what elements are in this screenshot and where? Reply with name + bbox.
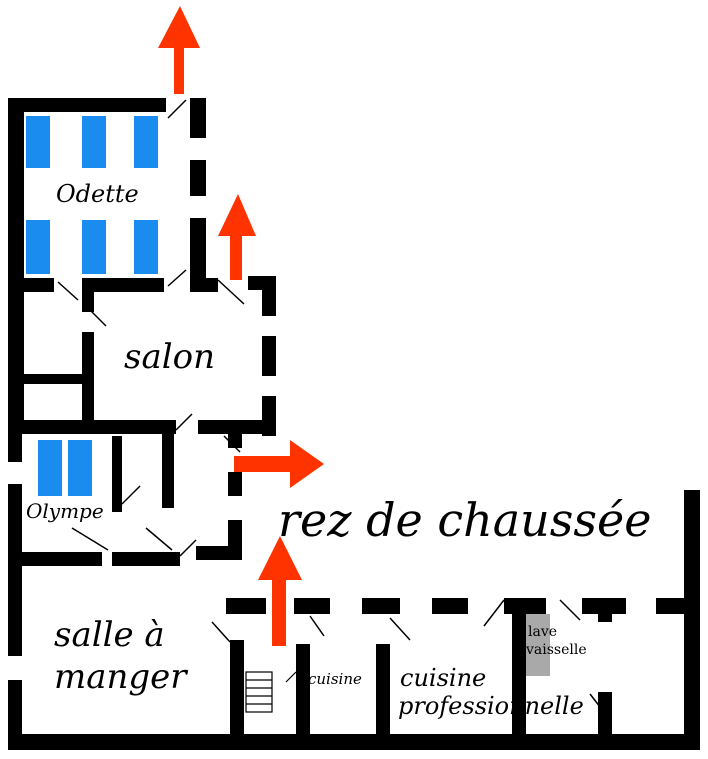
wall bbox=[8, 98, 166, 112]
bed-icon bbox=[38, 440, 62, 496]
exit-arrow-icon bbox=[158, 6, 200, 94]
wall bbox=[432, 598, 468, 614]
walls bbox=[8, 98, 700, 750]
wall bbox=[8, 420, 176, 434]
wall bbox=[362, 598, 400, 614]
exit-arrow-icon bbox=[218, 194, 256, 280]
wall bbox=[8, 734, 700, 750]
wall bbox=[162, 428, 174, 508]
bed-icon bbox=[26, 116, 50, 168]
wall bbox=[512, 598, 526, 740]
wall bbox=[228, 472, 242, 496]
wall bbox=[228, 428, 242, 448]
wall bbox=[656, 598, 686, 614]
wall bbox=[112, 436, 122, 512]
wall bbox=[8, 98, 24, 428]
wall bbox=[82, 278, 164, 292]
wall bbox=[8, 552, 102, 566]
room-label-lave-vaisselle-2: vaisselle bbox=[525, 642, 587, 658]
wall bbox=[82, 332, 94, 424]
room-label-lave-vaisselle: lave bbox=[528, 624, 557, 640]
wall bbox=[82, 278, 94, 312]
wall bbox=[20, 374, 86, 384]
wall bbox=[190, 218, 206, 292]
wall bbox=[226, 598, 266, 614]
exit-arrow-icon bbox=[258, 536, 302, 646]
room-label-cuisine-pro-2: professionnelle bbox=[398, 692, 584, 720]
room-label-odette: Odette bbox=[56, 180, 139, 208]
wall bbox=[8, 680, 22, 750]
wall bbox=[262, 336, 276, 376]
wall bbox=[8, 428, 22, 462]
bed-icon bbox=[68, 440, 92, 496]
labels: Odette salon Olympe salle à manger rez d… bbox=[26, 180, 651, 720]
bed-icon bbox=[134, 116, 158, 168]
exit-arrows bbox=[158, 6, 324, 646]
wall bbox=[294, 598, 330, 614]
wall bbox=[112, 552, 180, 566]
beds bbox=[26, 116, 158, 496]
bed-icon bbox=[26, 220, 50, 274]
room-label-olympe: Olympe bbox=[26, 499, 104, 523]
wall bbox=[296, 644, 310, 740]
wall bbox=[262, 276, 276, 316]
wall bbox=[376, 644, 390, 740]
wall bbox=[598, 692, 612, 740]
wall bbox=[684, 490, 700, 750]
wall bbox=[230, 640, 244, 740]
room-label-salle-a-manger: salle à bbox=[54, 615, 165, 655]
door-swings bbox=[57, 99, 605, 713]
wall bbox=[228, 520, 242, 556]
wall bbox=[8, 484, 22, 564]
exit-arrow-icon bbox=[234, 440, 324, 488]
wall bbox=[8, 560, 22, 656]
bed-icon bbox=[82, 116, 106, 168]
wall bbox=[190, 160, 206, 196]
room-label-cuisine-pro: cuisine bbox=[400, 664, 486, 692]
bed-icon bbox=[134, 220, 158, 274]
floor-title: rez de chaussée bbox=[278, 493, 651, 547]
staircase-icon bbox=[245, 671, 297, 713]
wall bbox=[190, 98, 206, 138]
wall bbox=[8, 278, 54, 292]
bed-icon bbox=[82, 220, 106, 274]
room-label-cuisine: cuisine bbox=[308, 670, 362, 688]
dishwasher bbox=[526, 614, 550, 676]
wall bbox=[598, 598, 612, 622]
room-label-salle-a-manger-2: manger bbox=[54, 657, 188, 697]
wall bbox=[190, 278, 218, 292]
room-label-salon: salon bbox=[124, 337, 215, 377]
wall bbox=[198, 420, 276, 434]
